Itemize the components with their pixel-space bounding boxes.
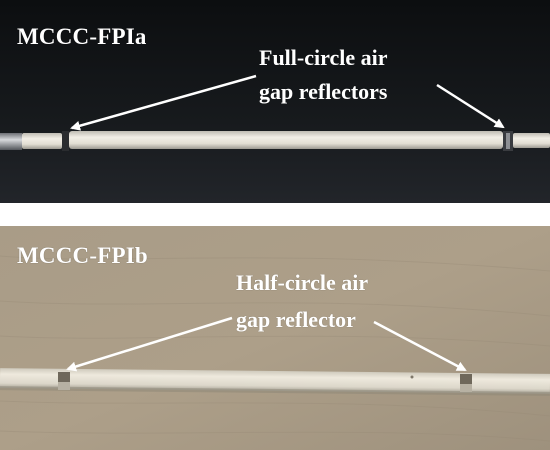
photo-panel-b: MCCC-FPIb Half-circle air gap reflector <box>0 226 550 450</box>
panel-a-annotation: Full-circle air gap reflectors <box>259 41 388 109</box>
annotation-line-2: gap reflector <box>236 307 356 332</box>
fiber-segment-main <box>69 131 503 149</box>
photo-panel-a: MCCC-FPIa Full-circle air gap reflectors <box>0 0 550 203</box>
annotation-line-1: Full-circle air <box>259 45 388 70</box>
annotation-line-2: gap reflectors <box>259 79 388 104</box>
fiber-segment-right <box>513 133 550 148</box>
panel-a-title: MCCC-FPIa <box>17 24 147 49</box>
panel-b-annotation: Half-circle air gap reflector <box>236 264 368 338</box>
half-gap-left <box>58 372 70 382</box>
fiber-b <box>0 368 550 396</box>
panel-b-title: MCCC-FPIb <box>17 243 148 268</box>
annotation-line-1: Half-circle air <box>236 270 369 295</box>
half-gap-right <box>460 374 472 384</box>
left-ferrule <box>0 133 22 150</box>
fiber-segment-left <box>22 133 62 149</box>
air-gap-left <box>62 131 69 151</box>
